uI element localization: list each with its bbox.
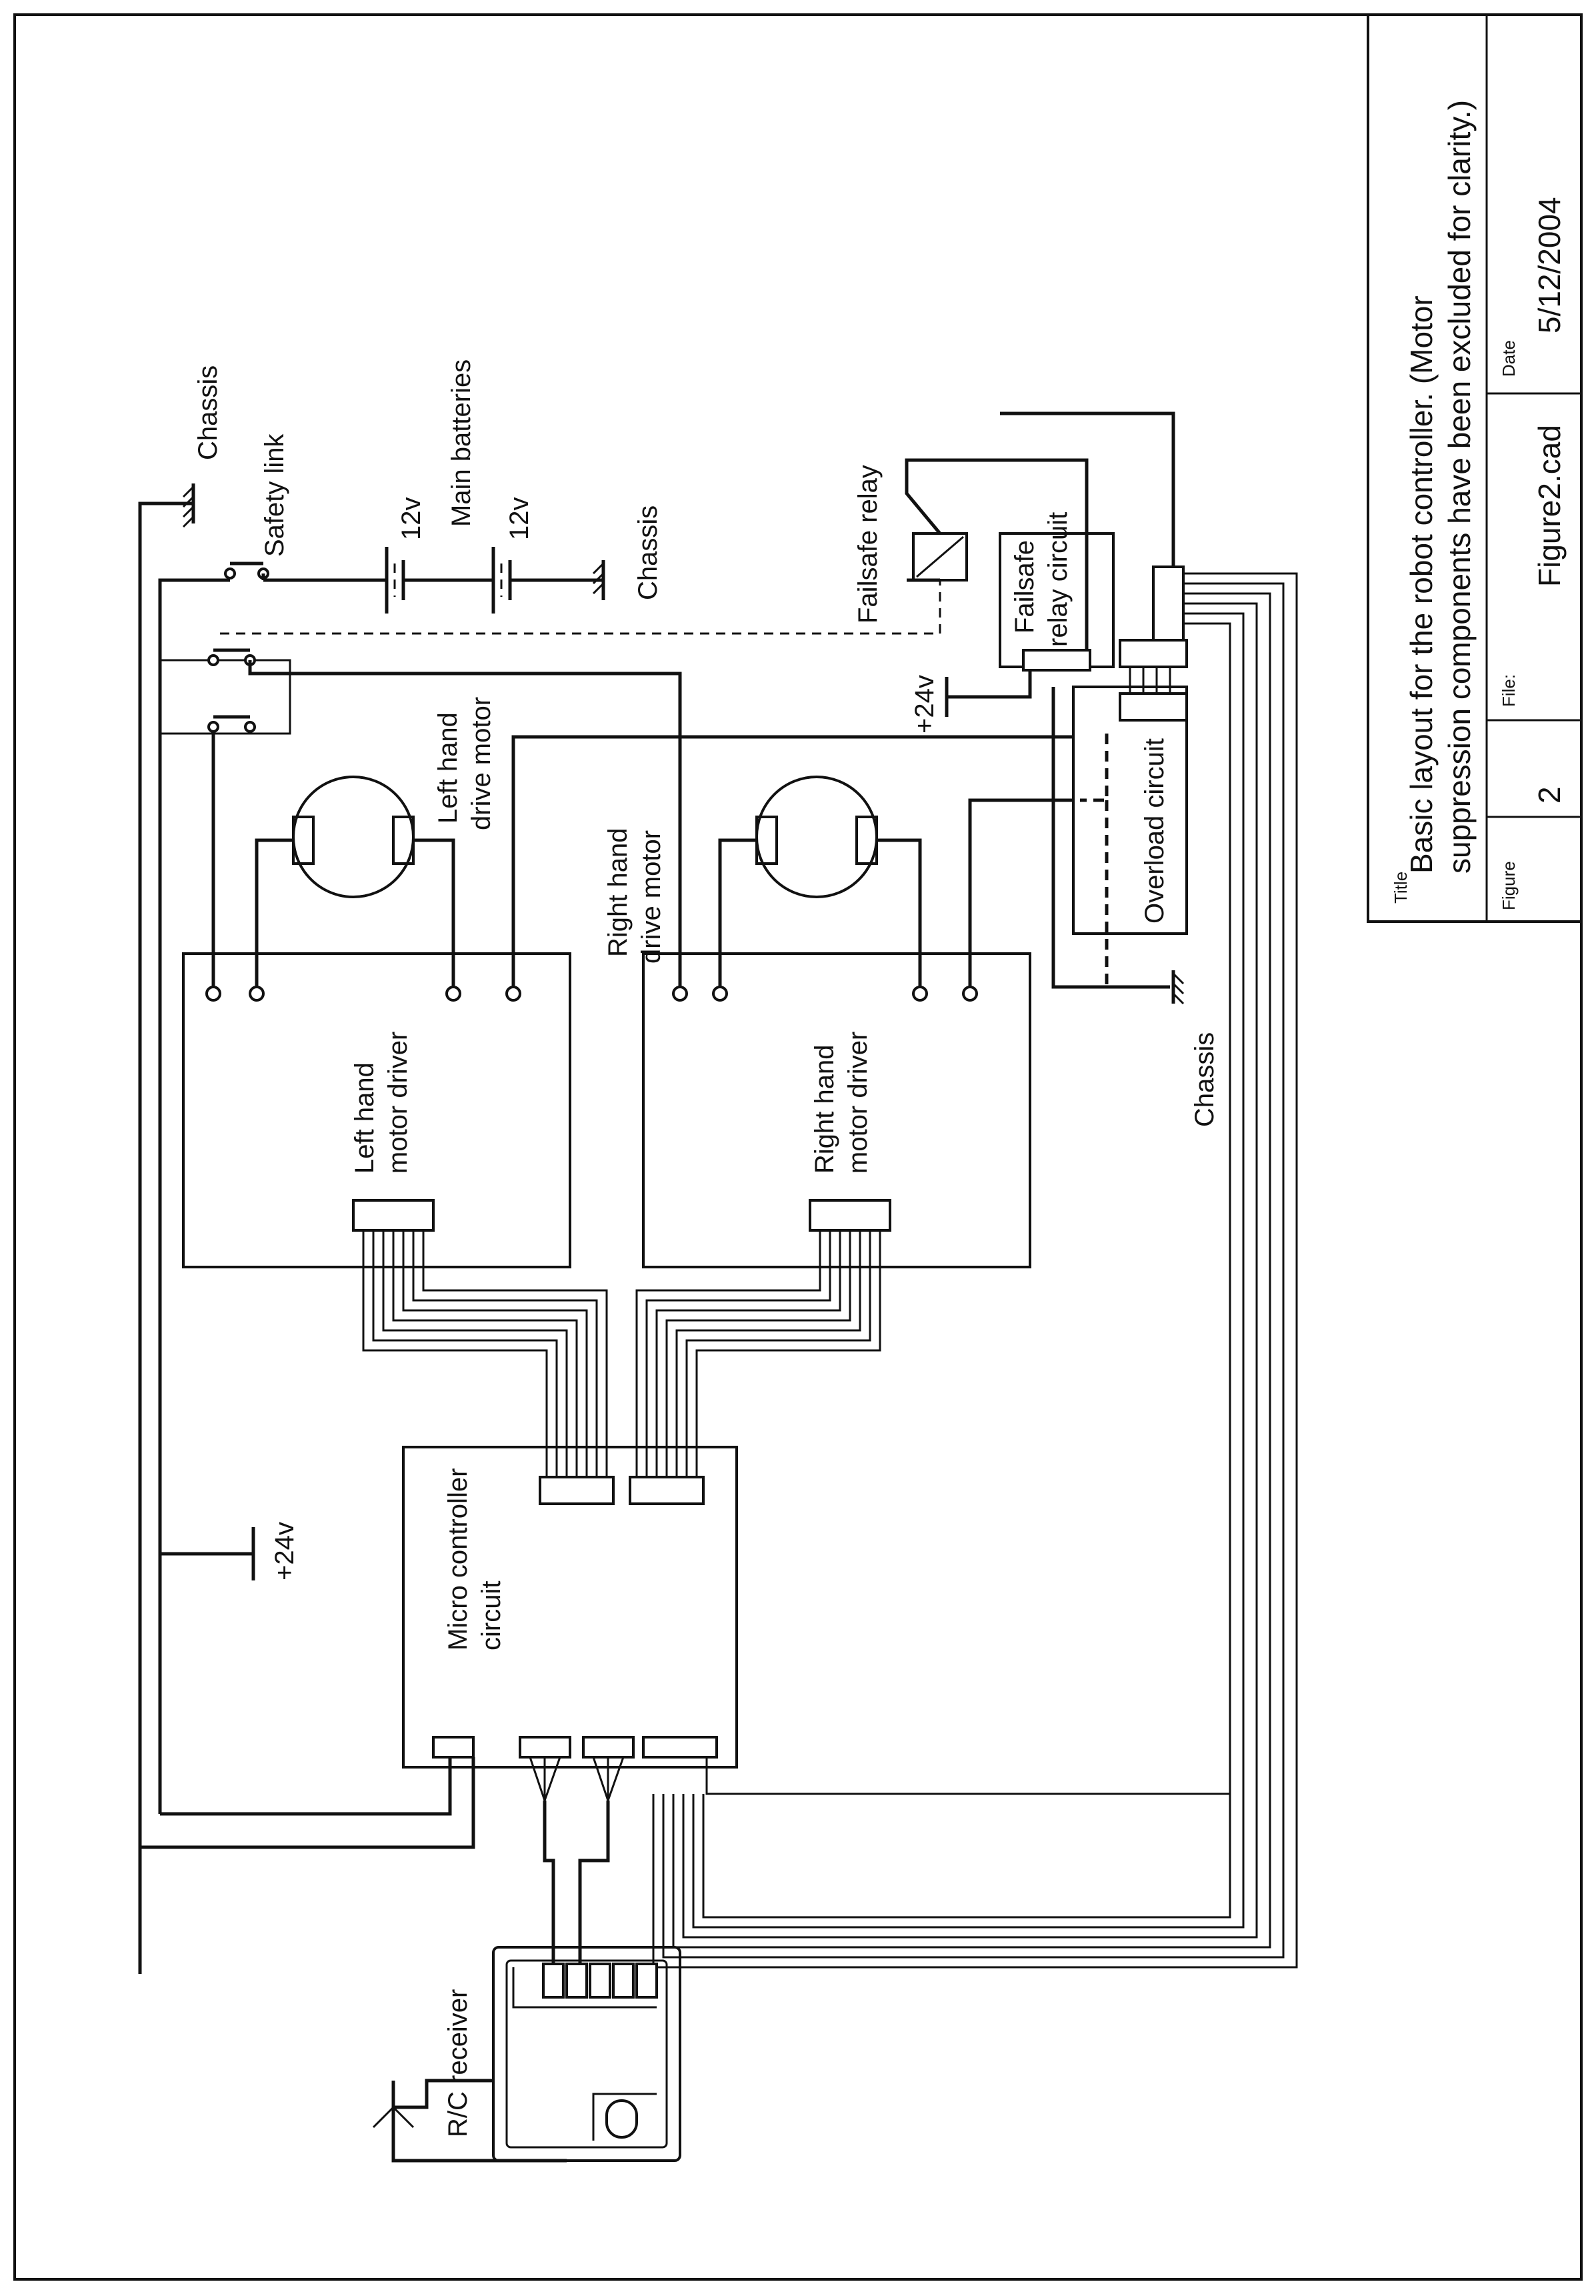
- overload-dash-a: [1080, 734, 1109, 802]
- right-drive-motor: [718, 776, 922, 990]
- micro-controller-box: [402, 1446, 738, 1769]
- overload-to-left-driver: [511, 735, 1073, 990]
- title-block: Title Basic layout for the robot control…: [1367, 13, 1583, 923]
- left-driver-label-2: motor driver: [383, 1032, 413, 1174]
- sheet-border: [13, 13, 1583, 2281]
- chassis-label-battery: Chassis: [633, 505, 663, 600]
- main-batteries-label: Main batteries: [447, 359, 476, 527]
- micro-connector-bus: [642, 1736, 718, 1759]
- date-value: 5/12/2004: [1532, 197, 1567, 333]
- safety-link-label: Safety link: [260, 433, 289, 557]
- chassis-return-wire: [140, 1757, 475, 1849]
- overload-chassis: [1051, 687, 1170, 989]
- failsafe-relay-wire-a: [905, 458, 1089, 657]
- failsafe-24v-wire: [947, 670, 1032, 699]
- left-motor-label-1: Left hand: [433, 712, 463, 824]
- left-motor-driver-box: [182, 952, 571, 1268]
- left-driver-connector: [352, 1199, 435, 1232]
- plus24-left-label: +24v: [270, 1522, 299, 1580]
- failsafe-circuit-label-1: Failsafe: [1010, 540, 1039, 634]
- rc-receiver-label: R/C receiver: [443, 1989, 473, 2137]
- relay-dashed-link: [220, 580, 941, 635]
- failsafe-loop: [1000, 411, 1175, 567]
- right-ribbon-cable: [635, 1230, 881, 1480]
- overload-circuit-label: Overload circuit: [1140, 738, 1169, 924]
- battery-cell-1: [385, 547, 405, 614]
- left-ribbon-cable: [362, 1230, 608, 1480]
- right-motor-label-1: Right hand: [603, 828, 633, 957]
- battery-2-label: 12v: [505, 497, 534, 541]
- micro-label-1: Micro controller: [443, 1468, 473, 1650]
- chassis-wire-top: [138, 501, 193, 1974]
- micro-connector-right: [629, 1476, 705, 1505]
- overload-link-wires: [1129, 667, 1171, 694]
- relay-contacts: [159, 648, 291, 735]
- micro-power-wire: [160, 1757, 452, 1816]
- safety-link: [224, 561, 269, 580]
- right-driver-terminals: [672, 986, 978, 1002]
- failsafe-circuit-label-2: relay circuit: [1043, 512, 1073, 647]
- left-driver-label-1: Left hand: [350, 1062, 379, 1174]
- micro-connector-left: [539, 1476, 615, 1505]
- micro-label-2: circuit: [477, 1581, 506, 1650]
- chassis-ground-symbol-overload: [1171, 970, 1185, 1005]
- right-motor-label-2: drive motor: [637, 830, 666, 964]
- chassis-ground-symbol-battery: [592, 560, 605, 600]
- overload-to-right-driver: [968, 798, 1073, 990]
- date-caption: Date: [1499, 340, 1519, 377]
- chassis-ground-symbol-top: [182, 483, 195, 528]
- figure-value: 2: [1532, 786, 1567, 804]
- battery-1-label: 12v: [397, 497, 426, 541]
- title-line-1: Basic layout for the robot controller. (…: [1404, 295, 1439, 874]
- overload-connector-bottom: [1119, 692, 1188, 722]
- right-driver-label-1: Right hand: [810, 1045, 839, 1174]
- bus-cable-micro: [705, 624, 1231, 1795]
- overload-connector-top: [1119, 639, 1188, 668]
- plus24-top-label: +24v: [910, 675, 939, 734]
- figure-caption: Figure: [1499, 861, 1519, 910]
- relay-to-right-driver: [248, 660, 682, 990]
- battery-wire: [158, 578, 230, 1814]
- right-motor-driver-box: [642, 952, 1031, 1268]
- bus-cable-right: [652, 572, 1298, 1969]
- file-value: Figure2.cad: [1532, 425, 1567, 587]
- left-driver-terminals: [205, 986, 521, 1002]
- right-driver-connector: [809, 1199, 891, 1232]
- micro-connector-power: [432, 1736, 475, 1759]
- battery-cell-2: [491, 547, 512, 614]
- left-motor-label-2: drive motor: [467, 697, 496, 830]
- chassis-label-overload: Chassis: [1190, 1032, 1219, 1127]
- file-caption: File:: [1499, 674, 1519, 707]
- micro-connector-rc-1: [519, 1736, 571, 1759]
- chassis-label-top: Chassis: [193, 365, 223, 460]
- rc-signal-wires: [529, 1757, 625, 1964]
- failsafe-relay-label: Failsafe relay: [853, 465, 883, 624]
- right-driver-label-2: motor driver: [843, 1032, 873, 1174]
- left-drive-motor: [255, 776, 455, 990]
- title-caption: Title: [1391, 872, 1411, 904]
- micro-connector-rc-2: [582, 1736, 635, 1759]
- title-line-2: suppression components have been exclude…: [1442, 100, 1477, 874]
- failsafe-connector: [1022, 649, 1091, 672]
- rc-receiver: [372, 1946, 681, 2163]
- overload-circuit-box: [1072, 686, 1188, 935]
